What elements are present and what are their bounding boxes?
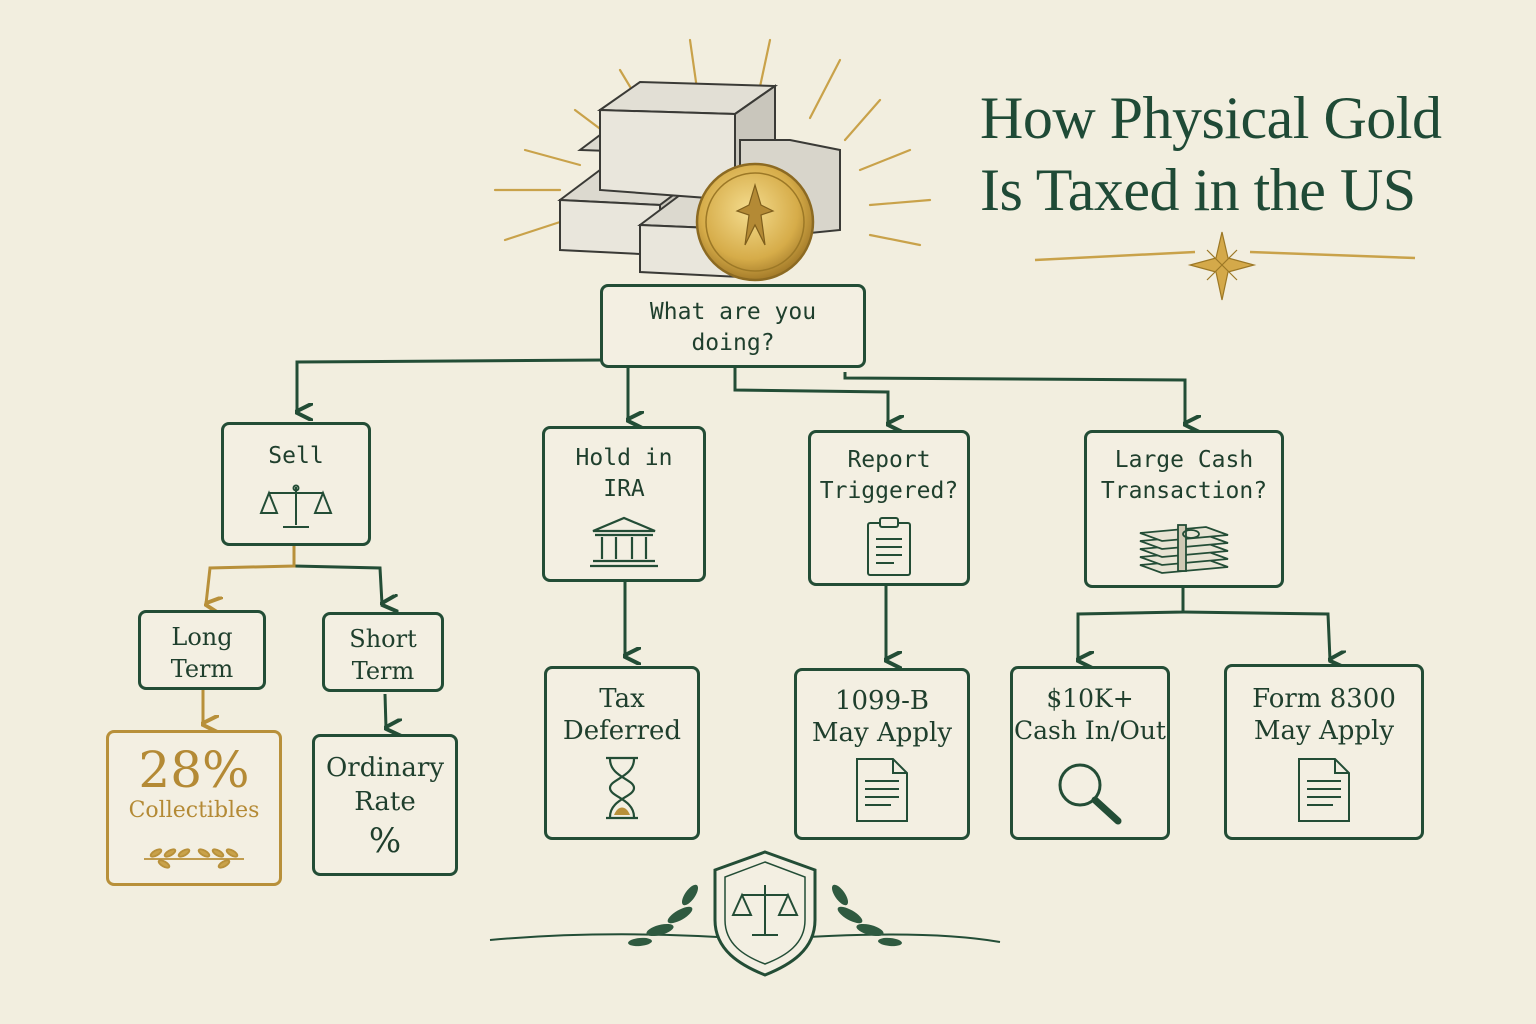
ordinary-rate-symbol: %: [368, 821, 402, 861]
sell-node: Sell: [221, 422, 371, 546]
sun-rays: [493, 38, 932, 247]
report-node: Report Triggered?: [808, 430, 970, 586]
document-icon: [1298, 758, 1350, 822]
cash-stack-icon: [1139, 524, 1229, 574]
magnifier-icon: [1058, 763, 1122, 825]
ira-label: Hold in IRA: [575, 445, 673, 502]
cash-label: Large Cash Transaction?: [1100, 447, 1268, 504]
form-1099b-label: 1099-B May Apply: [811, 686, 953, 748]
bank-icon: [590, 516, 658, 568]
gold-bars-coin-icon: [557, 80, 841, 282]
short-term-label: Short Term: [349, 625, 417, 685]
document-icon: [856, 758, 908, 822]
shield-scales-icon: [489, 850, 1001, 977]
short-term-node: Short Term: [322, 612, 444, 692]
collectibles-node: 28% Collectibles: [106, 730, 282, 886]
sell-label: Sell: [268, 443, 324, 469]
long-term-node: Long Term: [138, 610, 266, 690]
laurel-icon: [144, 848, 244, 869]
clipboard-icon: [867, 517, 911, 576]
compass-star-icon: [1034, 231, 1416, 301]
form-8300-label: Form 8300 May Apply: [1252, 684, 1396, 746]
tax-deferred-node: Tax Deferred: [544, 666, 700, 840]
title-line-2: Is Taxed in the US: [980, 157, 1416, 223]
page-title: How Physical Gold Is Taxed in the US: [980, 82, 1500, 226]
cash-10k-label: $10K+ Cash In/Out: [1014, 684, 1166, 745]
scales-icon: [259, 484, 333, 528]
hourglass-icon: [606, 756, 638, 820]
ira-node: Hold in IRA: [542, 426, 706, 582]
cash-10k-node: $10K+ Cash In/Out: [1010, 666, 1170, 840]
root-node: What are you doing?: [600, 284, 866, 368]
form-8300-node: Form 8300 May Apply: [1224, 664, 1424, 840]
report-label: Report Triggered?: [819, 447, 959, 504]
tax-deferred-label: Tax Deferred: [562, 684, 682, 746]
form-1099b-node: 1099-B May Apply: [794, 668, 970, 840]
long-term-label: Long Term: [170, 623, 234, 683]
root-label: What are you doing?: [649, 299, 817, 356]
cash-node: Large Cash Transaction?: [1084, 430, 1284, 588]
gold-connectors: [203, 546, 296, 724]
ordinary-rate-node: Ordinary Rate %: [312, 734, 458, 876]
title-line-1: How Physical Gold: [980, 85, 1442, 151]
collectibles-rate: 28%: [138, 741, 250, 799]
collectibles-label: Collectibles: [128, 798, 260, 823]
connectors: [293, 358, 1330, 728]
ordinary-rate-label: Ordinary Rate: [325, 753, 445, 817]
